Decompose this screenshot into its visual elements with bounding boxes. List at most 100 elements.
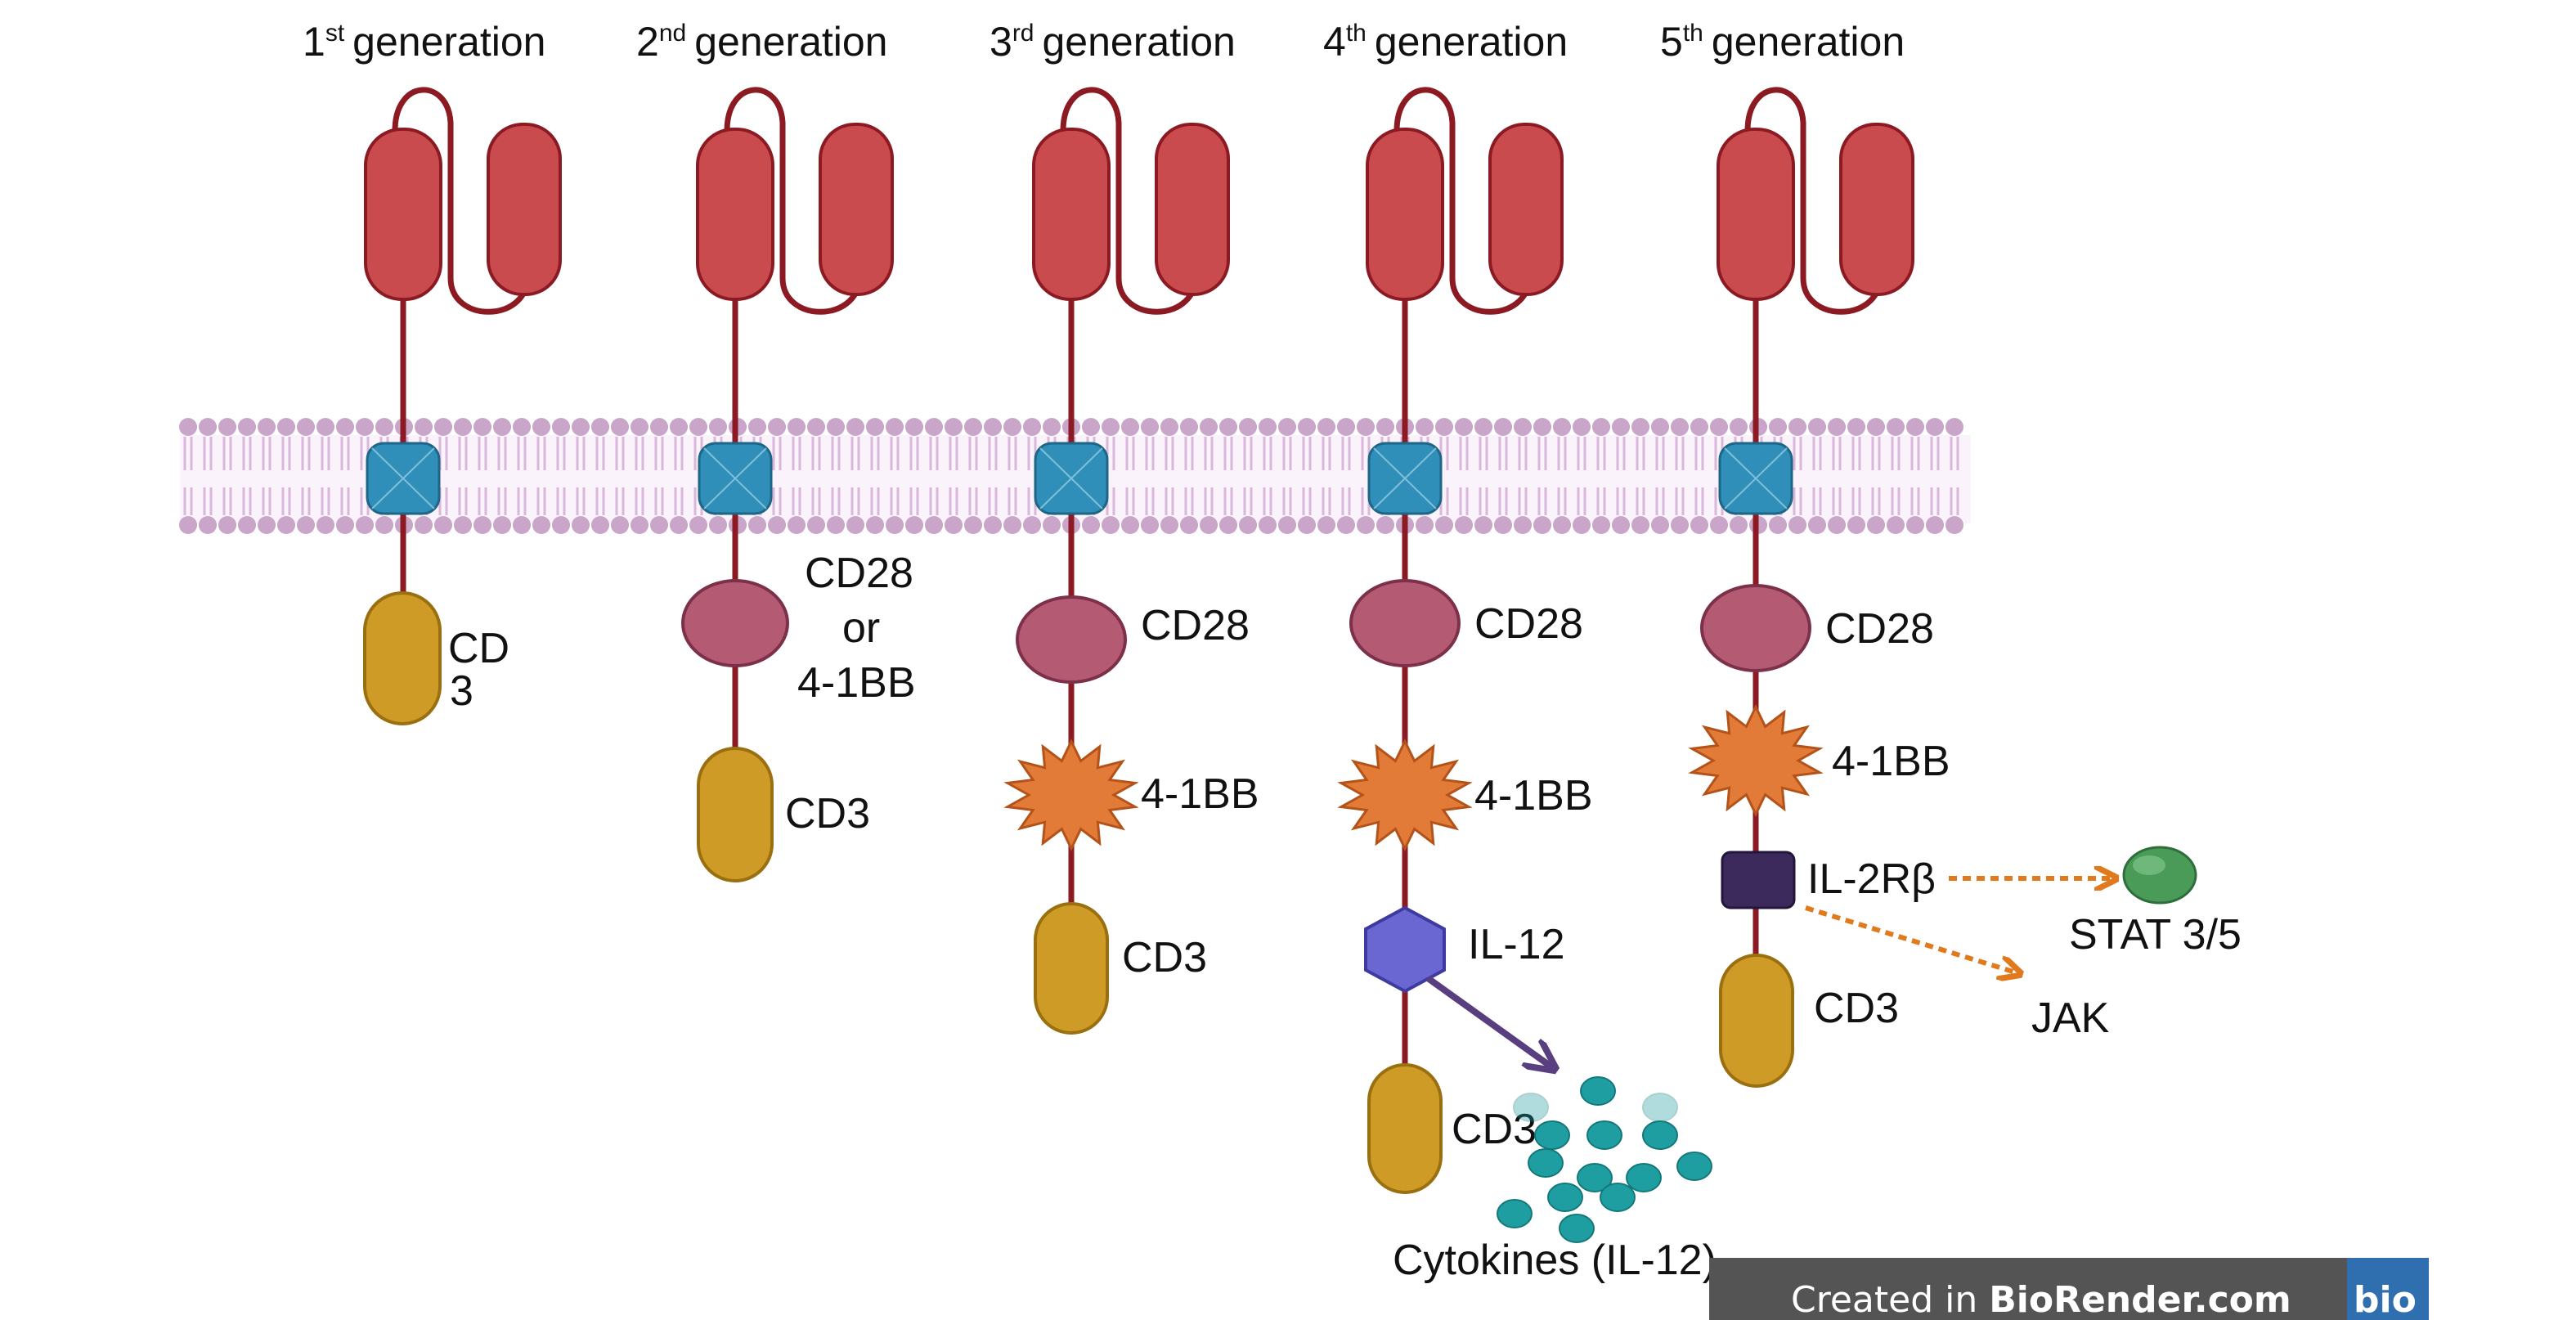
lipid-tail [576, 487, 586, 515]
lipid-head [199, 516, 217, 534]
lipid-head [493, 418, 511, 436]
cytokine-particle [1580, 1076, 1616, 1106]
lipid-tail [1910, 487, 1920, 515]
lipid-head [1082, 516, 1100, 534]
lipid-tail [1204, 487, 1214, 515]
lipid-tail [517, 487, 527, 515]
scfv-linker [724, 87, 863, 315]
lipid-tail [890, 437, 900, 470]
lipid-head [866, 516, 884, 534]
transmembrane-pattern [371, 447, 1788, 510]
lipid-head [846, 418, 864, 436]
lipid-tail [1204, 437, 1214, 470]
lipid-head [336, 418, 354, 436]
lipid-head [179, 418, 197, 436]
lipid-head [611, 418, 629, 436]
cytokine-particle [1577, 1163, 1613, 1192]
lipid-tail [1950, 487, 1959, 515]
lipid-head [572, 418, 590, 436]
lipid-tail [792, 487, 801, 515]
cytokine-release-arrow [1425, 975, 1552, 1067]
cd3-domain [1034, 902, 1109, 1035]
lipid-tail [1636, 487, 1645, 515]
lipid-tail [1341, 487, 1351, 515]
lipid-head [1867, 418, 1885, 436]
lipid-tail [183, 437, 193, 470]
lipid-tail [203, 437, 213, 470]
lipid-head [1003, 516, 1021, 534]
lipid-tail [321, 487, 330, 515]
label-41bb: 4-1BB [1832, 738, 1950, 785]
costim-domain [681, 579, 789, 667]
lipid-tail [281, 437, 291, 470]
scfv-gen-5 [1717, 87, 1914, 315]
lipid-tail [1851, 437, 1861, 470]
scfv-gen-1 [364, 87, 562, 315]
lipid-head [1533, 516, 1551, 534]
lipid-head [748, 418, 766, 436]
lipid-head [631, 418, 648, 436]
lipid-tail [909, 487, 919, 515]
label-cd3: CD3 [785, 790, 870, 837]
lipid-tail [1165, 487, 1174, 515]
lipid-tail [262, 437, 272, 470]
lipid-head [846, 516, 864, 534]
scfv-light-chain [1488, 123, 1564, 296]
lipid-head [1435, 418, 1453, 436]
lipid-tail [301, 487, 311, 515]
lipid-head [1259, 516, 1277, 534]
scfv-gen-3 [1032, 87, 1230, 315]
lipid-head [1926, 516, 1944, 534]
lipid-head [964, 516, 982, 534]
cytokine-particle [1559, 1214, 1595, 1243]
lipid-tail [222, 437, 232, 470]
lipid-tail [1184, 487, 1194, 515]
lipid-head [670, 516, 688, 534]
lipid-tail [1675, 437, 1685, 470]
lipid-head [788, 516, 806, 534]
lipid-head [1730, 418, 1748, 436]
lipid-tail [1125, 487, 1135, 515]
lipid-head [1337, 516, 1355, 534]
lipid-tail [1498, 437, 1508, 470]
scfv-heavy-chain [364, 128, 442, 301]
label-or: or [842, 604, 880, 652]
lipid-tail [1694, 487, 1704, 515]
il-12-domain [1364, 905, 1446, 994]
lipid-head [611, 516, 629, 534]
lipid-tail [281, 487, 291, 515]
lipid-tail [811, 437, 821, 470]
lipid-head [1514, 516, 1532, 534]
lipid-tail [1655, 487, 1665, 515]
lipid-head [1160, 516, 1178, 534]
lipid-head [1357, 516, 1375, 534]
lipid-tail [1263, 487, 1272, 515]
scfv-heavy-chain [1717, 128, 1795, 301]
lipid-head [1847, 418, 1865, 436]
lipid-tail [850, 437, 860, 470]
lipid-head [1416, 516, 1434, 534]
lipid-tail [654, 437, 664, 470]
lipid-head [1769, 418, 1787, 436]
gen-5-intracellular: CD28 4-1BB IL-2Rβ CD3 STAT 3/5 JAK [1688, 584, 2242, 1088]
lipid-head [591, 418, 609, 436]
lipid-tail [1322, 437, 1331, 470]
cytokine-cluster [1497, 1076, 1712, 1243]
lipid-head [1651, 516, 1669, 534]
gen-1-intracellular: CD 3 [363, 591, 509, 725]
cd28-domain [1700, 584, 1811, 672]
lipid-tail [615, 487, 625, 515]
lipid-head [1808, 516, 1826, 534]
lipid-tail [183, 487, 193, 515]
lipid-head [1043, 516, 1061, 534]
lipid-head [513, 418, 531, 436]
label-cd3-line2: 3 [450, 667, 473, 715]
lipid-head [434, 516, 452, 534]
lipid-head [1121, 418, 1139, 436]
lipid-head [1828, 418, 1846, 436]
4-1bb-domain [1003, 738, 1139, 852]
label-41bb: 4-1BB [797, 659, 916, 707]
lipid-tail [949, 487, 958, 515]
